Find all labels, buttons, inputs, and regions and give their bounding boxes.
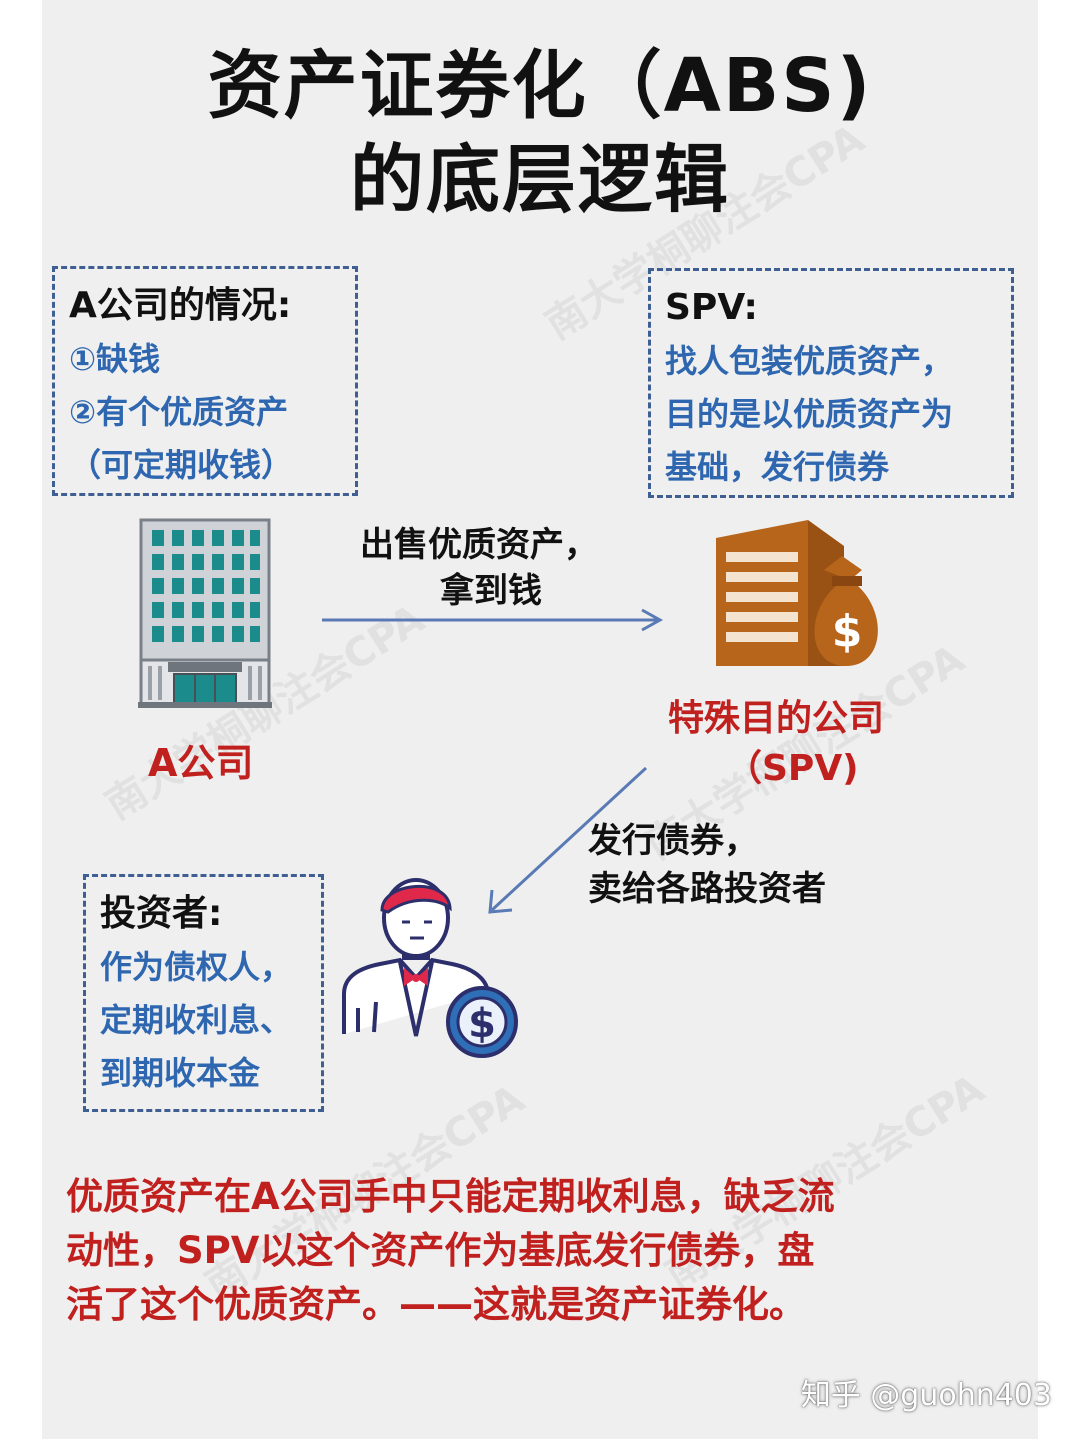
company-box-item: （可定期收钱） — [69, 446, 294, 484]
spv-box-item: 基础，发行债券 — [665, 448, 890, 486]
issue-bonds-label: 发行债券， — [588, 821, 758, 861]
summary-line: 活了这个优质资产。——这就是资产证券化。 — [66, 1283, 806, 1326]
spv-box-item: 找人包装优质资产， — [665, 342, 954, 380]
svg-text:$: $ — [468, 1001, 496, 1047]
investor-box-item: 到期收本金 — [100, 1054, 261, 1092]
spv-label: （SPV) — [726, 748, 859, 789]
spv-box-heading: SPV: — [665, 287, 758, 328]
issue-bonds-label: 卖给各路投资者 — [588, 869, 826, 909]
company-box-item: ②有个优质资产 — [69, 393, 289, 431]
investor-box-heading: 投资者: — [100, 893, 223, 934]
spv-box: SPV: 找人包装优质资产， 目的是以优质资产为 基础，发行债券 — [648, 268, 1014, 498]
company-situation-box: A公司的情况: ①缺钱 ②有个优质资产 （可定期收钱） — [52, 266, 358, 496]
page-title: 资产证券化（ABS) — [207, 43, 873, 129]
footer-watermark: 知乎 @guohn403 — [800, 1378, 1052, 1413]
investor-box-item: 定期收利息、 — [100, 1001, 293, 1039]
sell-arrow-label: 出售优质资产， — [360, 525, 598, 565]
investor-box: 投资者: 作为债权人， 定期收利息、 到期收本金 — [83, 874, 324, 1112]
company-box-heading: A公司的情况: — [69, 285, 292, 326]
investor-avatar-icon: $ — [342, 878, 518, 1058]
spv-money-bag-icon: $ — [716, 520, 878, 666]
investor-box-item: 作为债权人， — [100, 948, 293, 986]
sell-arrow — [322, 608, 664, 632]
canvas — [42, 0, 1038, 1439]
summary-text: 优质资产在A公司手中只能定期收利息，缺乏流 动性，SPV以这个资产作为基底发行债… — [66, 1170, 1006, 1332]
page-subtitle: 的底层逻辑 — [350, 137, 730, 223]
issue-bonds-arrow — [488, 766, 648, 914]
summary-line: 动性，SPV以这个资产作为基底发行债券，盘 — [66, 1229, 815, 1272]
company-box-item: ①缺钱 — [69, 340, 161, 378]
spv-label: 特殊目的公司 — [668, 698, 885, 739]
svg-text:$: $ — [832, 606, 863, 657]
company-label: A公司 — [148, 741, 254, 785]
office-building-icon — [138, 518, 272, 708]
spv-box-item: 目的是以优质资产为 — [665, 395, 954, 433]
sell-arrow-label: 拿到钱 — [440, 571, 542, 611]
summary-line: 优质资产在A公司手中只能定期收利息，缺乏流 — [66, 1175, 835, 1218]
